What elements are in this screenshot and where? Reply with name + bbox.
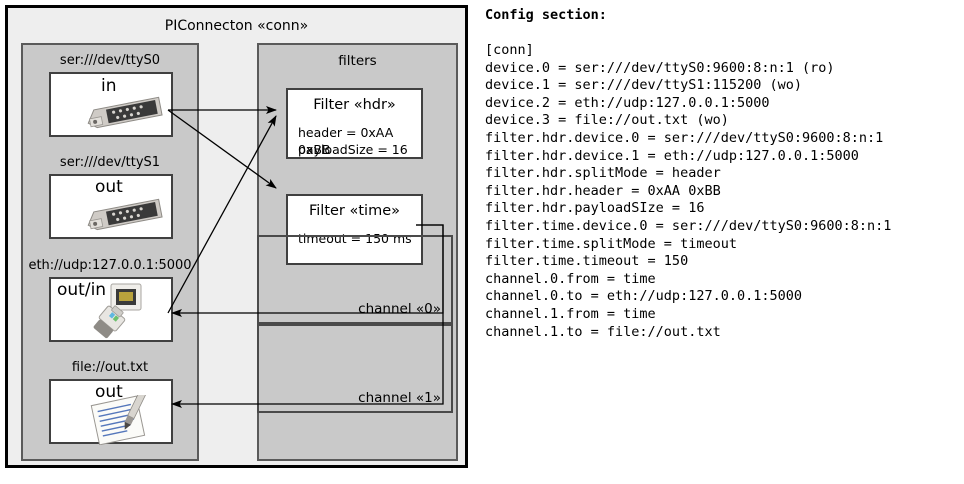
device-box-ttyS1[interactable]: out (49, 174, 173, 239)
filters-panel-title: filters (338, 53, 377, 69)
channel-box-0[interactable]: channel «0» (257, 235, 453, 324)
connector-frame: PIConnecton «conn» ser:///dev/ttyS0 in (5, 5, 468, 468)
device-label-ttyS0: ser:///dev/ttyS0 (59, 53, 161, 68)
channel-1-label: channel «1» (358, 390, 441, 406)
channel-0-label: channel «0» (358, 301, 441, 317)
device-label-file: file://out.txt (71, 360, 149, 375)
device-io-ttyS0: in (101, 76, 117, 96)
config-heading: Config section: (485, 7, 607, 23)
filter-time-title: Filter «time» (308, 203, 401, 219)
diagram-title: PIConnecton «conn» (164, 18, 309, 34)
device-box-ttyS0[interactable]: in (49, 72, 173, 137)
ethernet-plug-icon (93, 283, 142, 339)
devices-panel: ser:///dev/ttyS0 in (21, 43, 199, 461)
filter-box-hdr[interactable]: Filter «hdr» header = 0xAA 0xBB payloadS… (286, 88, 423, 159)
architecture-diagram: PIConnecton «conn» ser:///dev/ttyS0 in (0, 0, 478, 484)
device-box-file[interactable]: out (49, 379, 173, 445)
filters-panel: filters Filter «hdr» header = 0xAA 0xBB … (257, 43, 458, 461)
device-io-ttyS1: out (95, 177, 123, 197)
device-label-ttyS1: ser:///dev/ttyS1 (59, 155, 161, 170)
device-io-file: out (95, 382, 123, 402)
config-text: [conn] device.0 = ser:///dev/ttyS0:9600:… (485, 42, 892, 340)
device-label-eth: eth://udp:127.0.0.1:5000 (28, 258, 192, 273)
serial-connector-icon (87, 96, 163, 129)
config-section: Config section: [conn] device.0 = ser://… (482, 0, 964, 484)
device-box-eth[interactable]: out/in (49, 277, 173, 342)
channel-box-1[interactable]: channel «1» (257, 324, 453, 413)
device-io-eth: out/in (57, 280, 107, 300)
text-file-icon (90, 395, 148, 445)
serial-connector-icon (87, 198, 163, 231)
filter-hdr-title: Filter «hdr» (313, 97, 396, 113)
filter-hdr-prop-header: header = 0xAA 0xBB (298, 125, 394, 157)
filter-hdr-prop-payloadsize: payloadSize = 16 (298, 142, 408, 157)
